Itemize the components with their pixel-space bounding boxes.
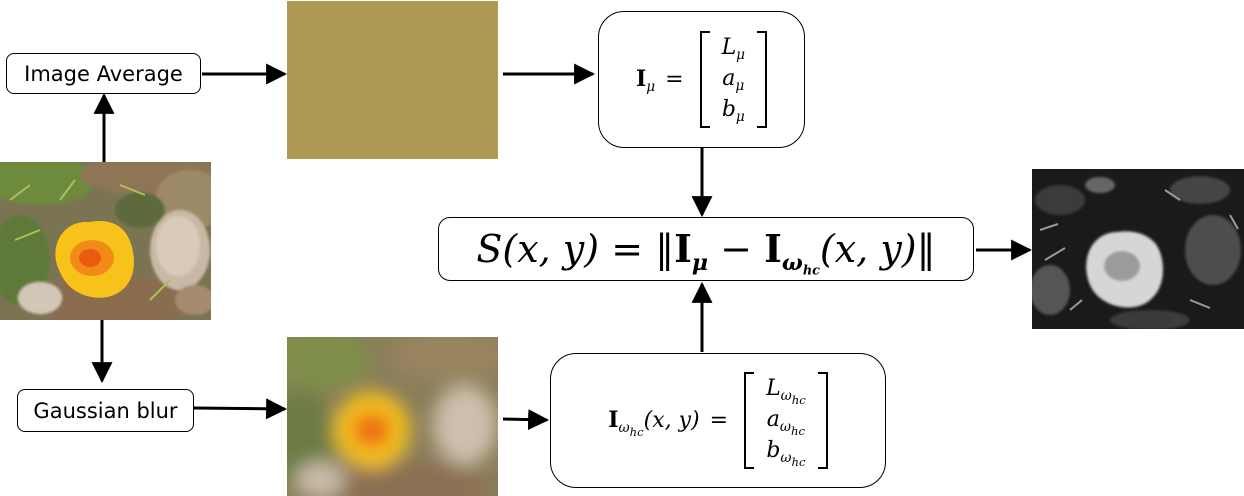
saliency-flower-region: [1086, 231, 1164, 308]
saliency-lhs: S(x, y): [476, 227, 600, 272]
blur-vector-box: Iωhc(x, y) = Lωhc aωhc bωhc: [550, 353, 886, 488]
mean-vector-equals: =: [665, 66, 684, 92]
blur-vector-row-a: aωhc: [766, 407, 805, 438]
blur-vector-equals: =: [709, 407, 729, 433]
input-flower-petals: [55, 221, 135, 298]
saliency-term2: I: [764, 226, 782, 272]
mean-vector-row-a: aμ: [722, 66, 745, 94]
mean-vector-row-b: bμ: [721, 96, 745, 125]
blur-vector-row-b: bωhc: [766, 437, 806, 469]
arrow-gaussian-to-blurred: [193, 398, 288, 420]
blur-vector-row-l: Lωhc: [766, 376, 806, 408]
input-flower-image: [0, 162, 211, 320]
gaussian-blur-box: Gaussian blur: [17, 389, 194, 432]
mean-vector-box: Iμ = Lμ aμ bμ: [598, 11, 805, 148]
mean-vector-lhs: Iμ: [635, 66, 656, 96]
image-average-box: Image Average: [6, 53, 201, 94]
mean-vector-matrix: Lμ aμ bμ: [699, 31, 768, 129]
mean-vector-row-l: Lμ: [721, 35, 746, 64]
saliency-map-image: [1032, 169, 1244, 329]
blur-vector-equation: Iωhc(x, y) = Lωhc aωhc bωhc: [608, 372, 828, 470]
saliency-term1: I: [674, 226, 692, 272]
blur-vector-matrix: Lωhc aωhc bωhc: [744, 372, 828, 470]
saliency-norm-close: ‖: [916, 227, 936, 272]
image-average-label: Image Average: [24, 61, 183, 86]
mean-vector-equation: Iμ = Lμ aμ bμ: [635, 31, 768, 129]
blur-vector-lhs: Iωhc(x, y): [608, 407, 700, 440]
saliency-equals: =: [611, 227, 644, 272]
saliency-equation-box: S(x, y) = ‖Iμ − Iωhc(x, y)‖: [438, 217, 974, 281]
gaussian-blur-label: Gaussian blur: [33, 398, 178, 423]
saliency-minus: −: [720, 227, 752, 272]
saliency-term2-args: (x, y): [819, 227, 917, 272]
blurred-flower-image: [287, 337, 498, 496]
average-color-swatch: [287, 1, 498, 159]
saliency-norm-open: ‖: [655, 227, 675, 272]
saliency-equation: S(x, y) = ‖Iμ − Iωhc(x, y)‖: [476, 226, 936, 279]
connector-arrows: [91, 63, 1033, 431]
arrow-blurred-to-blur-vector: [502, 409, 550, 431]
